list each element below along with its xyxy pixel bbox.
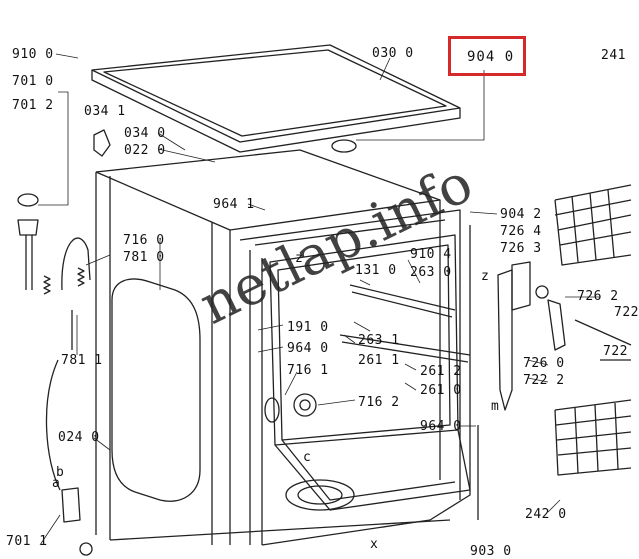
part-label: 191 0 xyxy=(287,320,329,335)
part-label: 964 0 xyxy=(420,419,462,434)
dishwasher-exploded-view xyxy=(17,44,632,556)
wash-hub xyxy=(293,393,317,417)
left-hose xyxy=(61,237,91,291)
part-label: 701 1 xyxy=(6,534,48,549)
part-label: 722 xyxy=(614,305,639,320)
part-label: 903 0 xyxy=(470,544,512,559)
part-label: 781 0 xyxy=(123,250,165,265)
part-label: 261 0 xyxy=(420,383,462,398)
lower-basket xyxy=(554,399,632,476)
part-label: b xyxy=(56,465,65,480)
highlighted-part-box: 904 0 xyxy=(448,36,526,76)
bottom-rail xyxy=(109,519,451,541)
cap-part xyxy=(331,139,357,153)
part-label: 726 3 xyxy=(500,241,542,256)
part-label: 263 1 xyxy=(358,333,400,348)
bearing-stem xyxy=(17,219,39,236)
part-label: 716 0 xyxy=(123,233,165,248)
rail-lower xyxy=(339,334,471,363)
inner-tub xyxy=(269,234,471,511)
part-label: 261 2 xyxy=(420,364,462,379)
leader-lines xyxy=(38,53,600,546)
clip-part xyxy=(93,129,111,157)
lower-bracket xyxy=(61,487,81,523)
gasket-ring xyxy=(264,397,280,423)
part-label: 904 2 xyxy=(500,207,542,222)
part-label: 726 2 xyxy=(577,289,619,304)
rod-part xyxy=(25,235,33,290)
part-label: 024 0 xyxy=(58,430,100,445)
part-label: x xyxy=(370,537,379,552)
part-label: 910 0 xyxy=(12,47,54,62)
part-label: c xyxy=(303,450,312,465)
part-label: 910 4 xyxy=(410,247,452,262)
part-label: z xyxy=(295,251,304,266)
part-label: 241 xyxy=(601,48,626,63)
part-label: 701 0 xyxy=(12,74,54,89)
bearing-cap xyxy=(17,193,39,207)
part-label: 030 0 xyxy=(372,46,414,61)
bottom-wheel xyxy=(79,542,93,556)
highlighted-part-label: 904 0 xyxy=(467,49,515,65)
part-label: 722 xyxy=(603,344,628,359)
part-label: 034 1 xyxy=(84,104,126,119)
part-label: z xyxy=(481,269,490,284)
part-label: 964 1 xyxy=(213,197,255,212)
hinge-arm xyxy=(497,269,513,411)
part-label: 716 2 xyxy=(358,395,400,410)
spring-b xyxy=(43,275,51,295)
part-label: 726 0 xyxy=(523,356,565,371)
part-label: 261 1 xyxy=(358,353,400,368)
sump-inner xyxy=(297,485,343,505)
part-label: 722 2 xyxy=(523,373,565,388)
part-label: 131 0 xyxy=(355,263,397,278)
hinge-bolt xyxy=(535,285,549,299)
part-label: 022 0 xyxy=(124,143,166,158)
part-label: m xyxy=(491,399,500,414)
lower-hose xyxy=(45,359,61,491)
part-label: 964 0 xyxy=(287,341,329,356)
hinge-plate xyxy=(511,261,531,311)
part-label: 242 0 xyxy=(525,507,567,522)
part-label: 716 1 xyxy=(287,363,329,378)
hinge-link-arm xyxy=(547,299,566,351)
sump-opening xyxy=(285,479,355,511)
wash-hub-inner xyxy=(299,399,311,411)
spring-a xyxy=(77,267,85,287)
worktop-panel xyxy=(91,44,461,153)
side-panel-cutout xyxy=(111,278,201,502)
part-label: 034 0 xyxy=(124,126,166,141)
part-label: 781 1 xyxy=(61,353,103,368)
exploded-parts-diagram: netlap.info 904 0 910 0 701 0 701 2 034 … xyxy=(6,36,638,558)
part-label: 726 4 xyxy=(500,224,542,239)
cabinet-frame xyxy=(95,149,471,546)
rail-upper xyxy=(349,284,456,318)
part-label: 263 0 xyxy=(410,265,452,280)
part-label: a xyxy=(52,476,61,491)
upper-basket xyxy=(554,184,632,361)
part-label: 701 2 xyxy=(12,98,54,113)
